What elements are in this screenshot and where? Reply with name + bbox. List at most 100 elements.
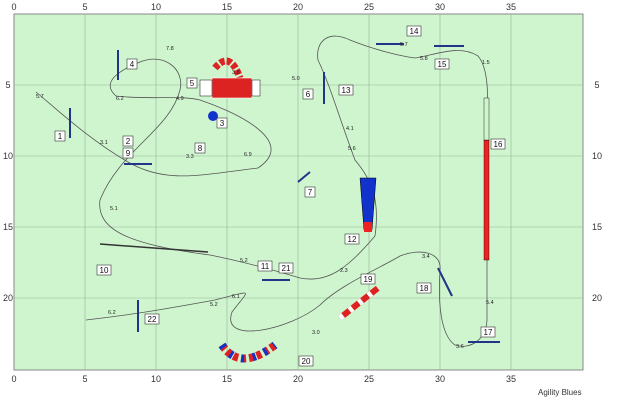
obstacle-6-label: 6 (302, 88, 314, 100)
distance-label: 5.4 (486, 300, 494, 306)
tunnel-5-curve (212, 57, 244, 80)
distance-label: 5.6 (348, 146, 356, 152)
distance-label: 5.1 (110, 206, 118, 212)
obstacle-20-label: 20 (298, 355, 314, 367)
y-tick-left: 5 (5, 80, 10, 90)
obstacle-21-label: 21 (278, 262, 294, 274)
course-obstacles (69, 43, 500, 363)
x-tick-bottom: 5 (82, 374, 87, 384)
x-tick-top: 35 (506, 2, 516, 12)
x-tick-bottom: 30 (435, 374, 445, 384)
x-tick-bottom: 25 (364, 374, 374, 384)
x-tick-bottom: 20 (293, 374, 303, 384)
y-tick-left: 15 (3, 222, 13, 232)
distance-label: 5.7 (400, 42, 408, 48)
obstacle-16-label: 16 (490, 138, 506, 150)
distance-label: 6.9 (244, 152, 252, 158)
x-tick-bottom: 15 (222, 374, 232, 384)
distance-label: 5.7 (36, 94, 44, 100)
svg-text:19: 19 (364, 275, 373, 284)
x-tick-top: 20 (293, 2, 303, 12)
distance-label: 2.3 (340, 268, 348, 274)
y-tick-left: 20 (3, 293, 13, 303)
x-tick-bottom: 10 (151, 374, 161, 384)
y-tick-right: 5 (594, 80, 599, 90)
svg-text:13: 13 (342, 86, 351, 95)
tunnel-5-mouth (199, 79, 213, 97)
obstacle-11-label: 11 (257, 260, 273, 272)
x-tick-top: 10 (151, 2, 161, 12)
y-tick-left: 10 (3, 151, 13, 161)
svg-text:6: 6 (306, 90, 311, 99)
obstacle-19-label: 19 (360, 273, 376, 285)
svg-text:10: 10 (100, 266, 109, 275)
tunnel-20-body (218, 341, 278, 363)
svg-text:9: 9 (126, 149, 131, 158)
obstacle-22-label: 22 (144, 313, 160, 325)
x-tick-top: 0 (11, 2, 16, 12)
tunnel-5-body (211, 77, 253, 99)
svg-text:7: 7 (308, 188, 313, 197)
obstacle-17-label: 17 (480, 326, 496, 338)
table-10 (99, 243, 209, 253)
svg-text:8: 8 (198, 144, 203, 153)
distance-label: 3.0 (312, 330, 320, 336)
jump-bar (437, 267, 453, 297)
distance-label: 5.0 (292, 76, 300, 82)
dog-walk-16 (483, 139, 490, 261)
obstacle-7-label: 7 (304, 186, 316, 198)
distance-label: 3.1 (100, 140, 108, 146)
y-tick-right: 20 (592, 293, 602, 303)
obstacle-1-label: 1 (54, 130, 66, 142)
distance-label: 3.6 (456, 344, 464, 350)
svg-text:21: 21 (282, 264, 291, 273)
svg-text:2: 2 (126, 137, 131, 146)
distance-label: 4.9 (176, 96, 184, 102)
distance-label: 6.1 (232, 294, 240, 300)
distance-label: 7.8 (166, 46, 174, 52)
distance-label: 5.2 (240, 258, 248, 264)
obstacle-13-label: 13 (338, 84, 354, 96)
obstacle-14-label: 14 (406, 25, 422, 37)
svg-text:22: 22 (148, 315, 157, 324)
x-tick-top: 15 (222, 2, 232, 12)
obstacle-18-label: 18 (416, 282, 432, 294)
y-tick-right: 10 (592, 151, 602, 161)
obstacle-9-label: 9 (122, 147, 134, 159)
distance-label: 6.2 (108, 310, 116, 316)
svg-text:15: 15 (438, 60, 447, 69)
obstacle-5-label: 5 (186, 77, 198, 89)
svg-text:11: 11 (261, 262, 270, 271)
x-tick-top: 5 (82, 2, 87, 12)
obstacle-4-label: 4 (126, 58, 138, 70)
svg-text:18: 18 (420, 284, 429, 293)
x-tick-top: 25 (364, 2, 374, 12)
distance-label: 1.5 (482, 60, 490, 66)
svg-text:16: 16 (494, 140, 503, 149)
svg-text:5: 5 (190, 79, 195, 88)
x-tick-top: 30 (435, 2, 445, 12)
tire-3 (208, 111, 218, 121)
svg-text:20: 20 (302, 357, 311, 366)
distance-label: 3.8 (232, 70, 240, 76)
svg-text:14: 14 (410, 27, 419, 36)
x-tick-bottom: 35 (506, 374, 516, 384)
distance-label: 3.3 (186, 154, 194, 160)
dog-walk-16-up (483, 97, 490, 141)
footer-label: Agility Blues (538, 388, 582, 397)
svg-text:17: 17 (484, 328, 493, 337)
y-tick-right: 15 (592, 222, 602, 232)
distance-label: 6.2 (116, 96, 124, 102)
distance-label: 3.4 (422, 254, 430, 260)
obstacle-8-label: 8 (194, 142, 206, 154)
distance-label: 5.8 (420, 56, 428, 62)
obstacle-10-label: 10 (96, 264, 112, 276)
svg-text:4: 4 (130, 60, 135, 69)
jump-bar (297, 171, 311, 183)
a-frame-12-contact (364, 222, 372, 232)
x-tick-bottom: 0 (11, 374, 16, 384)
